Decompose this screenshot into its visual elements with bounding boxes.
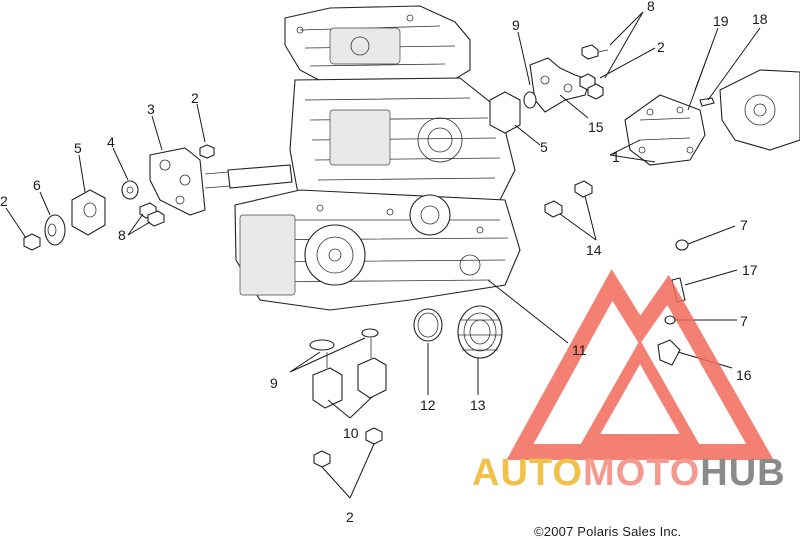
callout-11: 11: [572, 342, 587, 358]
right-mid-fasteners: [544, 180, 593, 218]
callout-7: 7: [740, 217, 748, 233]
upper-right-bracket: [489, 44, 609, 134]
watermark-wordmark: AUTOMOTOHUB: [472, 452, 786, 495]
callout-9: 9: [512, 17, 520, 33]
stud-assembly: [657, 239, 689, 366]
callout-8: 8: [118, 227, 126, 243]
engine-block: [204, 5, 521, 311]
callout-5: 5: [540, 139, 548, 155]
callout-5: 5: [74, 140, 82, 156]
callout-15: 15: [588, 119, 604, 135]
lower-mounts: [309, 328, 387, 468]
watermark-logo: [506, 269, 774, 460]
callout-2: 2: [0, 193, 8, 209]
watermark-moto: MOTO: [582, 452, 701, 494]
callout-labels: 8 19 18 9 2 2 3 4 5 6 2 8 15 1 5 14 7 17…: [0, 0, 768, 525]
callout-3: 3: [147, 101, 155, 117]
callout-12: 12: [420, 397, 436, 413]
callout-2: 2: [657, 39, 665, 55]
callout-16: 16: [736, 367, 752, 383]
copyright-notice: ©2007 Polaris Sales Inc.: [534, 524, 682, 539]
callout-4: 4: [107, 134, 115, 150]
callout-2: 2: [346, 509, 354, 525]
callout-8: 8: [647, 0, 655, 14]
callout-7: 7: [740, 313, 748, 329]
callout-1: 1: [612, 149, 620, 165]
callout-13: 13: [470, 397, 486, 413]
callout-10: 10: [343, 425, 359, 441]
callout-18: 18: [752, 11, 768, 27]
callout-6: 6: [33, 177, 41, 193]
watermark-auto: AUTO: [472, 452, 583, 494]
callout-14: 14: [586, 242, 602, 258]
clamp-and-boot: [413, 305, 503, 359]
left-mount-assembly: [23, 144, 215, 251]
callout-19: 19: [713, 13, 729, 29]
watermark-hub: HUB: [700, 452, 786, 494]
callout-17: 17: [742, 262, 758, 278]
callout-2: 2: [191, 90, 199, 106]
cover-plate-assembly: [624, 69, 800, 166]
callout-9: 9: [270, 375, 278, 391]
